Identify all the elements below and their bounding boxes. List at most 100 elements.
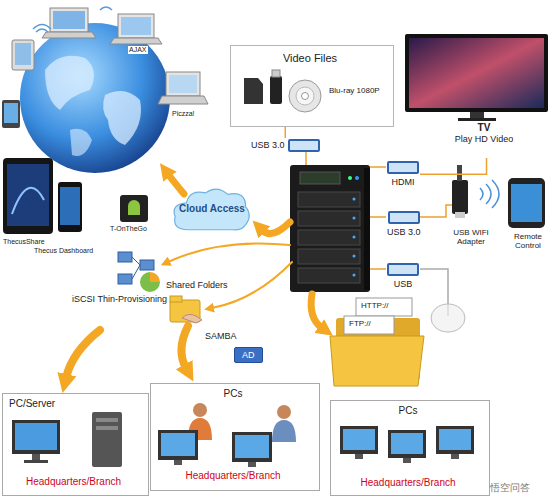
nas-device [290, 165, 370, 292]
tv-set [409, 38, 544, 108]
cloud-shape: Cloud Access [172, 186, 252, 232]
office-computers [232, 432, 272, 462]
tv-set [405, 34, 548, 121]
nas-device [348, 176, 352, 180]
client-devices [128, 206, 140, 215]
connector [420, 158, 487, 174]
node-sublabel: Play HD Video [420, 134, 548, 144]
big-arrows [66, 330, 100, 378]
office-computers [24, 460, 48, 463]
office-computers [439, 429, 471, 450]
web-folders [344, 316, 394, 334]
office-computers [355, 454, 363, 459]
tv-set [470, 112, 484, 118]
iscsi-icon [118, 252, 132, 262]
annotation-label: FTP:// [348, 319, 372, 328]
node-label: Video Files [231, 52, 389, 65]
web-folders [330, 298, 424, 386]
nas-device [364, 168, 370, 290]
node-label: AD [242, 350, 255, 360]
shared-folder-icon [170, 296, 182, 302]
client-devices [2, 100, 20, 128]
port-badge: HDMI [386, 160, 420, 188]
node-label: PCs [331, 405, 485, 417]
big-arrows [168, 243, 290, 262]
globe [20, 23, 170, 173]
client-devices [3, 158, 53, 234]
port-icon [387, 263, 419, 276]
annotation-label: Piczza! [172, 110, 195, 118]
office-computers [340, 426, 378, 454]
shared-folder-icon [170, 296, 202, 323]
web-folders [356, 298, 412, 316]
big-arrows [181, 326, 188, 368]
node-label: Cloud Access [179, 203, 245, 215]
client-devices [121, 17, 151, 35]
client-devices [169, 75, 197, 93]
office-computers [32, 454, 40, 460]
iscsi-icon [140, 260, 154, 270]
annotation-label: SAMBA [205, 331, 237, 341]
office-computers [343, 429, 375, 450]
iscsi-icon [118, 252, 160, 292]
tv-set [405, 34, 548, 112]
connector [285, 127, 287, 138]
nas-device [298, 211, 360, 226]
ad-badge: AD [234, 347, 263, 363]
usb-peripherals [480, 180, 499, 208]
office-computers [436, 426, 474, 454]
usb-peripherals [448, 304, 449, 316]
node-sublabel: Headquarters/Branch [3, 476, 144, 488]
annotation-label: Remote Control [500, 232, 556, 250]
office-computers [391, 433, 423, 454]
client-devices [7, 164, 49, 226]
port-badge: USB [386, 262, 420, 290]
client-devices [120, 195, 148, 222]
video-media-icons [244, 70, 321, 112]
site-box: PCsHeadquarters/Branch [150, 383, 320, 491]
web-folders [330, 336, 424, 386]
annotation-label: Thecus Dashboard [34, 247, 93, 255]
client-devices [58, 182, 82, 232]
client-devices [100, 7, 112, 10]
office-computers [277, 405, 291, 419]
globe [103, 91, 141, 145]
video-media-icons [296, 87, 314, 105]
globe [45, 56, 94, 110]
nas-device [298, 249, 360, 264]
port-badge: USB 3.0 [250, 138, 321, 153]
nas-device [290, 151, 386, 292]
video-media-icons [302, 93, 309, 100]
usb-peripherals [420, 269, 448, 304]
video-media-icons [244, 78, 263, 104]
client-devices [110, 38, 162, 44]
office-computers [235, 435, 269, 458]
client-devices [158, 96, 208, 104]
nas-device [305, 151, 307, 165]
office-computers [15, 423, 57, 450]
office-computers [12, 420, 60, 454]
port-icon [288, 139, 320, 152]
nas-device [353, 217, 356, 220]
office-computers [158, 430, 198, 460]
node-label: USB 3.0 [251, 140, 285, 150]
video-media-icons [270, 76, 282, 104]
office-computers [92, 412, 122, 467]
client-devices [166, 72, 200, 96]
usb-peripherals [420, 205, 452, 217]
port-badge: USB 3.0 [386, 210, 422, 238]
big-arrows [66, 174, 322, 378]
nas-device [300, 172, 340, 184]
cloud-outline [174, 189, 249, 230]
client-devices [2, 7, 208, 234]
node-sublabel: Blu-ray 1080P [329, 86, 381, 95]
media-frame: Video FilesBlu-ray 1080P [230, 45, 394, 127]
annotation-label: USB WIFI Adapter [440, 228, 502, 246]
annotation-label: ThecusShare [3, 238, 45, 246]
annotation-label: iSCSI Thin-Provisioning [72, 294, 167, 304]
big-arrows [311, 294, 322, 328]
iscsi-icon [150, 272, 160, 282]
usb-peripherals [431, 304, 465, 332]
office-computers [388, 430, 426, 458]
